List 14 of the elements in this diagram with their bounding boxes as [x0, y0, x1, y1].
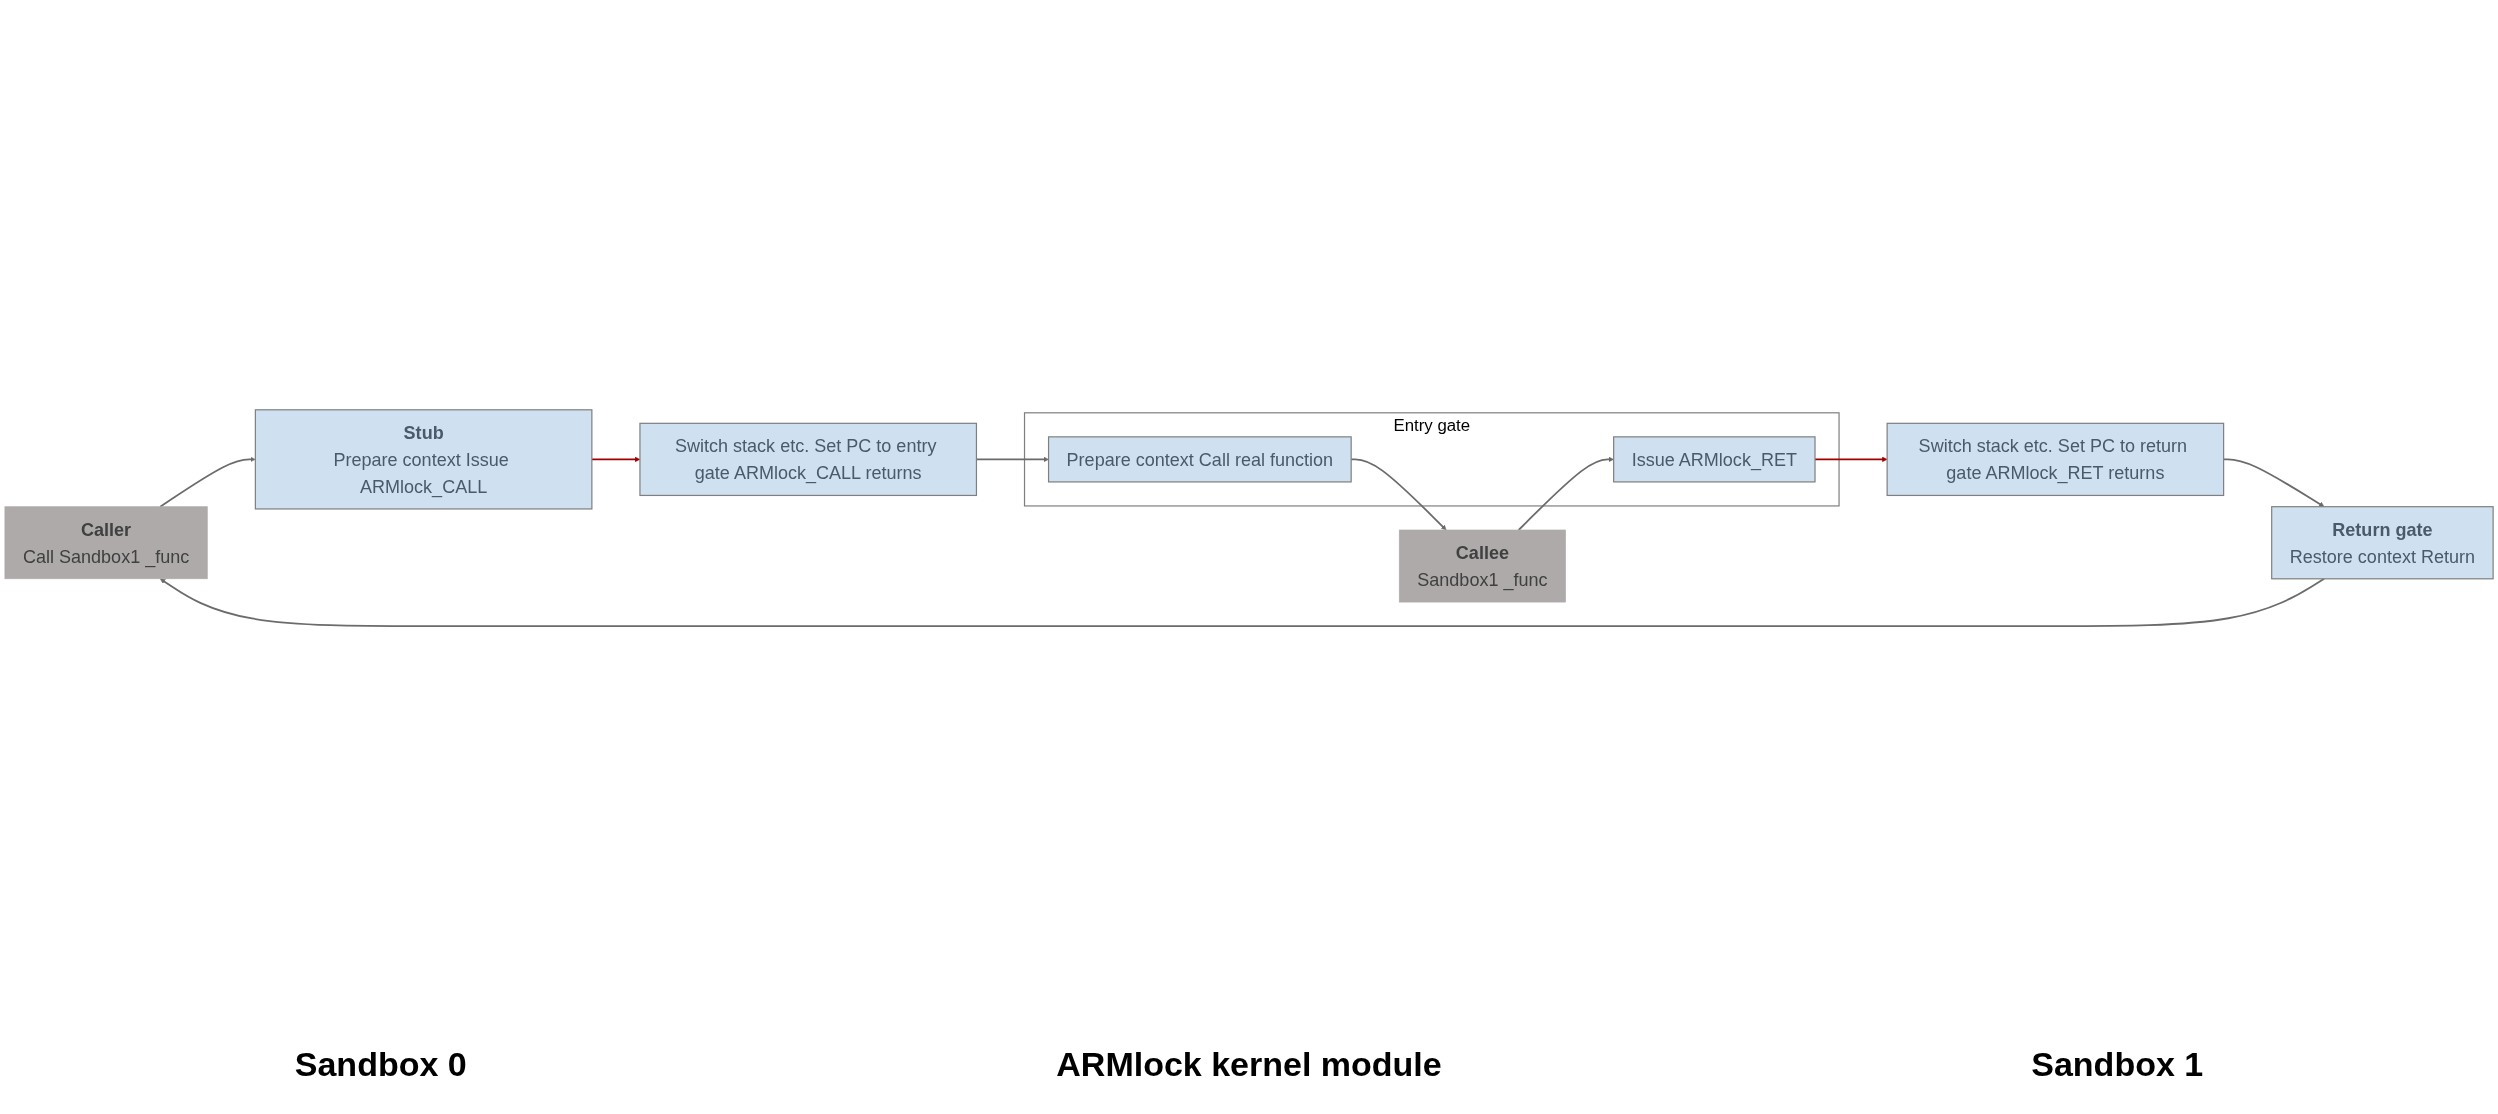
arrow	[160, 577, 2326, 627]
node-box: Switch stack etc. Set PC to entry gate ARMlock_CALL returns	[639, 422, 978, 496]
node-box: Issue ARMlock_RET	[1613, 435, 1816, 483]
arrow	[1517, 456, 1614, 531]
zone-label: ARMlock kernel module	[1056, 1045, 1442, 1084]
node-box: Prepare context Call real function	[1047, 435, 1352, 483]
node-box: Switch stack etc. Set PC to return gate ARMlock_RET returns	[1886, 422, 2225, 496]
zone-label: Sandbox 1	[2031, 1045, 2204, 1084]
arrow	[159, 456, 256, 508]
node-box: Stub Prepare context Issue ARMlock_CALL	[254, 408, 593, 510]
node-box: Return gate Restore context Return	[2271, 505, 2494, 579]
zone-label: Sandbox 0	[294, 1045, 467, 1084]
node-box: Caller Call Sandbox1 _func	[4, 505, 208, 579]
node-box: Callee Sandbox1 _func	[1398, 529, 1566, 602]
